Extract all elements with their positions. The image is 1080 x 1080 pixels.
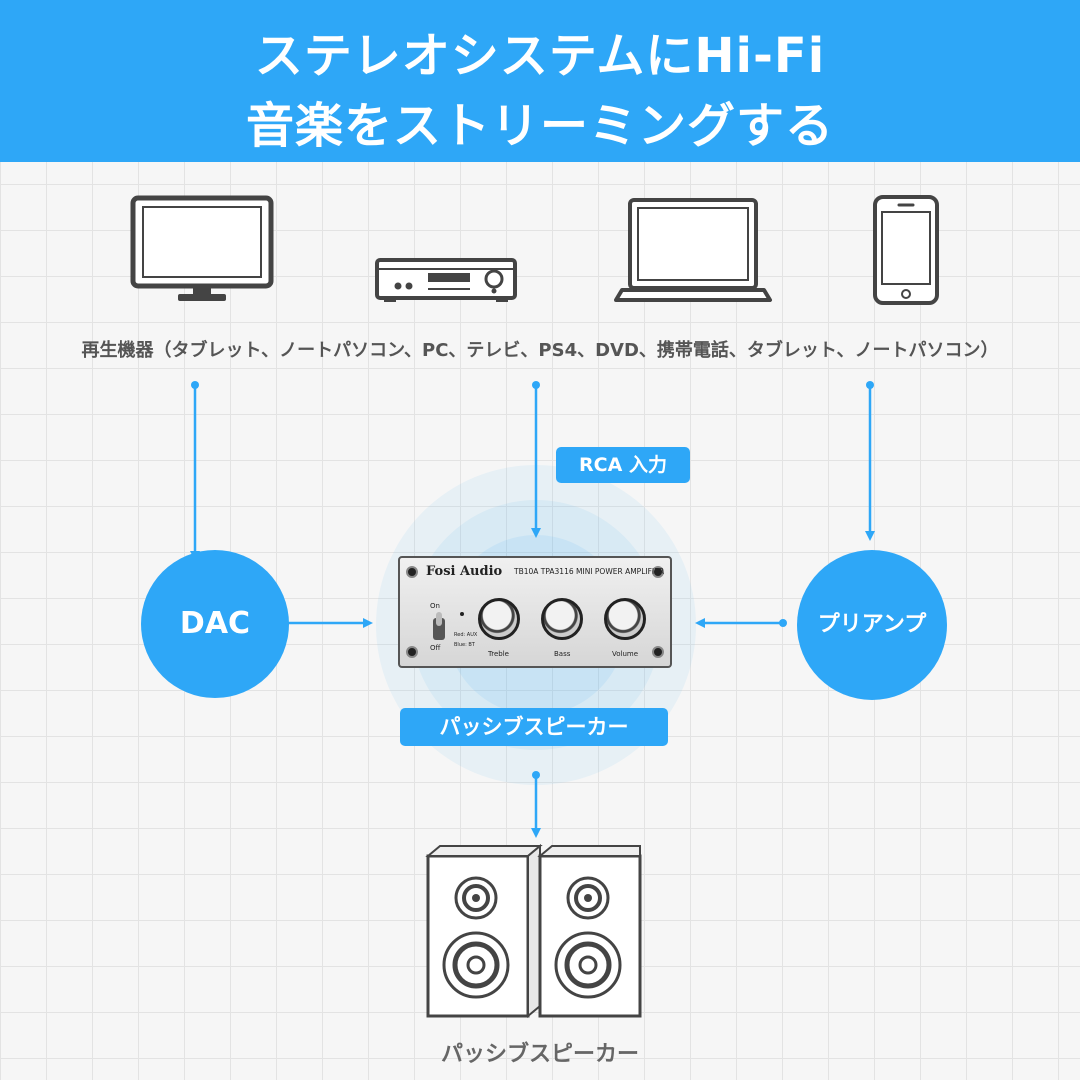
line-amp-to-speakers [531, 771, 541, 838]
passive-speaker-badge: パッシブスピーカー [400, 708, 668, 746]
line-devices-to-preamp [865, 381, 875, 541]
input-red-label: Red: AUX [454, 632, 478, 638]
preamp-node: プリアンプ [797, 550, 947, 700]
screw-icon [652, 646, 664, 658]
treble-label: Treble [488, 650, 509, 658]
power-off-label: Off [430, 644, 441, 652]
speaker-right-icon [537, 845, 642, 1018]
line-preamp-to-amp [695, 618, 787, 628]
volume-label: Volume [612, 650, 639, 658]
header-banner: ステレオシステムにHi-Fi 音楽をストリーミングする [0, 0, 1080, 162]
rca-input-badge: RCA 入力 [556, 447, 690, 483]
smartphone-icon [873, 195, 939, 305]
power-toggle-icon [433, 612, 445, 640]
power-on-label: On [430, 602, 440, 610]
input-blue-label: Blue: BT [454, 642, 475, 648]
volume-knob-icon [604, 598, 646, 640]
header-title-line1: ステレオシステムにHi-Fi [254, 28, 826, 84]
screw-icon [406, 566, 418, 578]
playback-devices-caption: 再生機器（タブレット、ノートパソコン、PC、テレビ、PS4、DVD、携帯電話、タ… [81, 340, 999, 361]
amplifier-unit: Fosi Audio TB10A TPA3116 MINI POWER AMPL… [398, 556, 672, 668]
tv-monitor-icon [130, 195, 274, 301]
passive-speaker-caption: パッシブスピーカー [440, 1042, 639, 1067]
laptop-icon [614, 198, 772, 302]
speaker-left-icon [425, 843, 543, 1019]
treble-knob-icon [478, 598, 520, 640]
screw-icon [652, 566, 664, 578]
bass-knob-icon [541, 598, 583, 640]
header-title-line2: 音楽をストリーミングする [245, 98, 834, 154]
indicator-led-icon [460, 612, 464, 616]
line-devices-to-amp [531, 381, 541, 538]
line-devices-to-dac [190, 381, 200, 561]
bass-label: Bass [554, 650, 571, 658]
dac-node: DAC [141, 550, 289, 698]
screw-icon [406, 646, 418, 658]
dvd-player-icon [375, 258, 517, 302]
amp-model: TB10A TPA3116 MINI POWER AMPLIFIER [514, 567, 665, 576]
amp-brand: Fosi Audio [426, 564, 503, 579]
